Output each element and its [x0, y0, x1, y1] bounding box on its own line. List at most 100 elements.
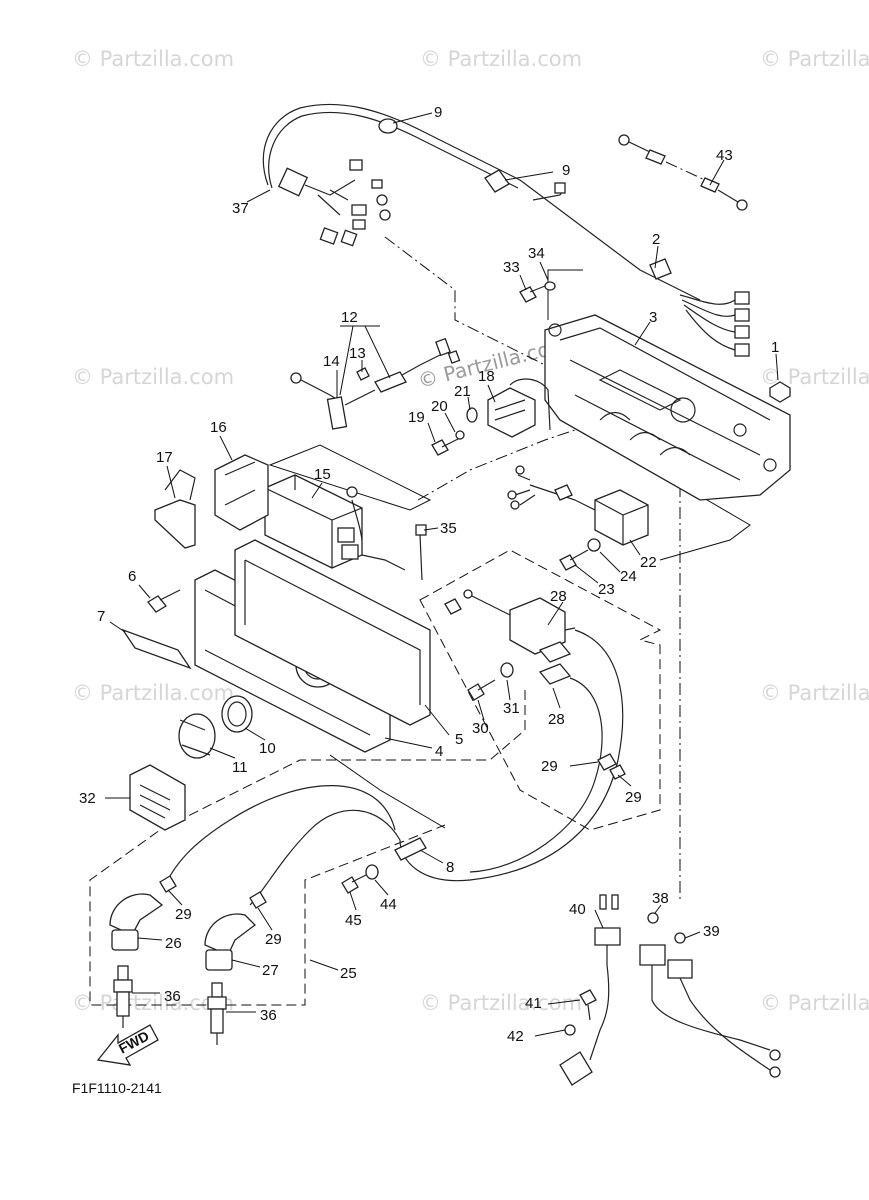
- bolt-41: [579, 989, 597, 1021]
- callout-label: 15: [314, 466, 331, 483]
- callout-label: 37: [232, 200, 249, 217]
- callout-label: 28: [550, 588, 567, 605]
- rectifier-18: [487, 378, 551, 438]
- bracket-3: [544, 314, 791, 501]
- seal-10: [221, 695, 253, 733]
- callout-label: 39: [703, 923, 720, 940]
- callout-label: 31: [503, 700, 520, 717]
- callout-label: 1: [771, 339, 779, 356]
- callout-label: 20: [431, 398, 448, 415]
- callout-label: 11: [232, 759, 248, 776]
- switch-38: [639, 912, 771, 1051]
- cap-11: [178, 713, 216, 759]
- callout-label: 8: [446, 859, 454, 876]
- forward-arrow: FWD: [96, 1024, 159, 1066]
- callout-label: 19: [408, 409, 425, 426]
- clamps-29: [159, 753, 626, 909]
- label-7: [121, 628, 192, 670]
- plug-cap-27: [204, 913, 256, 971]
- callout-label: 32: [79, 790, 96, 807]
- callout-label: 22: [640, 554, 657, 571]
- callout-label: 41: [525, 995, 542, 1012]
- callout-label: 9: [562, 162, 570, 179]
- grommet-8: [394, 837, 427, 861]
- leader-lines: [105, 112, 779, 1037]
- watermark: © Partzilla.com: [420, 47, 582, 71]
- bolt-19: [431, 437, 461, 456]
- wire-harness-37: [262, 103, 701, 301]
- washer-21: [466, 407, 478, 423]
- ignition-coil-28: [444, 589, 576, 685]
- bolt-45: [341, 874, 367, 894]
- callout-label: 24: [620, 568, 637, 585]
- callout-label: 3: [649, 309, 657, 326]
- callout-label: 26: [165, 935, 182, 952]
- spark-plug-36: [113, 965, 133, 1028]
- callout-label: 4: [435, 743, 443, 760]
- coil-22: [507, 465, 649, 546]
- cdi-unit-15: [264, 474, 406, 571]
- callout-label: 29: [175, 906, 192, 923]
- callout-label: 12: [341, 309, 358, 326]
- diagram-code: F1F1110-2141: [72, 1080, 162, 1096]
- washer-31: [500, 662, 514, 678]
- callout-label: 29: [625, 789, 642, 806]
- callout-label: 16: [210, 419, 227, 436]
- watermark: © Partzilla.com: [72, 991, 234, 1015]
- clamps-9: [378, 118, 566, 201]
- callout-label: 35: [440, 520, 457, 537]
- switch-lead-12: [290, 337, 461, 430]
- callout-label: 28: [548, 711, 565, 728]
- holder-32: [129, 764, 186, 831]
- mount-16: [214, 454, 269, 531]
- callout-label: 23: [598, 581, 615, 598]
- bolt-30: [467, 679, 496, 701]
- callout-label: 29: [541, 758, 558, 775]
- watermark: © Partzilla.com: [760, 991, 869, 1015]
- gasket-5: [234, 539, 431, 726]
- callout-label: 6: [128, 568, 136, 585]
- callout-label: 5: [455, 731, 463, 748]
- watermark: © Partzilla.com: [760, 681, 869, 705]
- watermark: © Partzilla.com: [72, 365, 234, 389]
- callout-label: 36: [260, 1007, 277, 1024]
- callout-label: 40: [569, 901, 586, 918]
- watermark: © Partzilla.com: [72, 47, 234, 71]
- screw-33: [519, 285, 546, 303]
- callout-label: 29: [265, 931, 282, 948]
- callout-label: 21: [454, 383, 471, 400]
- callout-label: 2: [652, 231, 660, 248]
- watermark: © Partzilla.com: [72, 681, 234, 705]
- high-tension-cords: [164, 629, 624, 906]
- callout-label: 14: [323, 353, 340, 370]
- assembly-outlines: [89, 236, 751, 1006]
- grommet-42-assembly: [559, 1051, 593, 1086]
- callout-label: 13: [349, 345, 366, 362]
- callout-label: 43: [716, 147, 733, 164]
- callout-label: 38: [652, 890, 669, 907]
- callout-label: 42: [507, 1028, 524, 1045]
- spark-plug-36: [207, 982, 227, 1045]
- switch-40: [589, 894, 621, 1061]
- callout-label: 10: [259, 740, 276, 757]
- watermark: © Partzilla.com: [760, 47, 869, 71]
- collar-44: [365, 864, 379, 880]
- cable-tie-35: [415, 524, 427, 581]
- callout-label: 44: [380, 896, 397, 913]
- plug-cap-26: [109, 893, 164, 951]
- callout-label: 7: [97, 608, 105, 625]
- wire-harness-2: [649, 258, 750, 357]
- callout-label: 45: [345, 912, 362, 929]
- ground-lead-43: [618, 134, 748, 211]
- callout-label: 18: [478, 368, 495, 385]
- callout-label: 30: [472, 720, 489, 737]
- callout-label: 27: [262, 962, 279, 979]
- callout-label: 17: [156, 449, 173, 466]
- bolt-6: [147, 589, 181, 613]
- callout-labels: 1 2 3 4 5 6 7 8 9 9 10 11 12 13 14 15 16…: [79, 104, 779, 1045]
- callout-label: 9: [434, 104, 442, 121]
- callout-label: 25: [340, 965, 357, 982]
- callout-label: 34: [528, 245, 545, 262]
- washer-20: [455, 430, 465, 440]
